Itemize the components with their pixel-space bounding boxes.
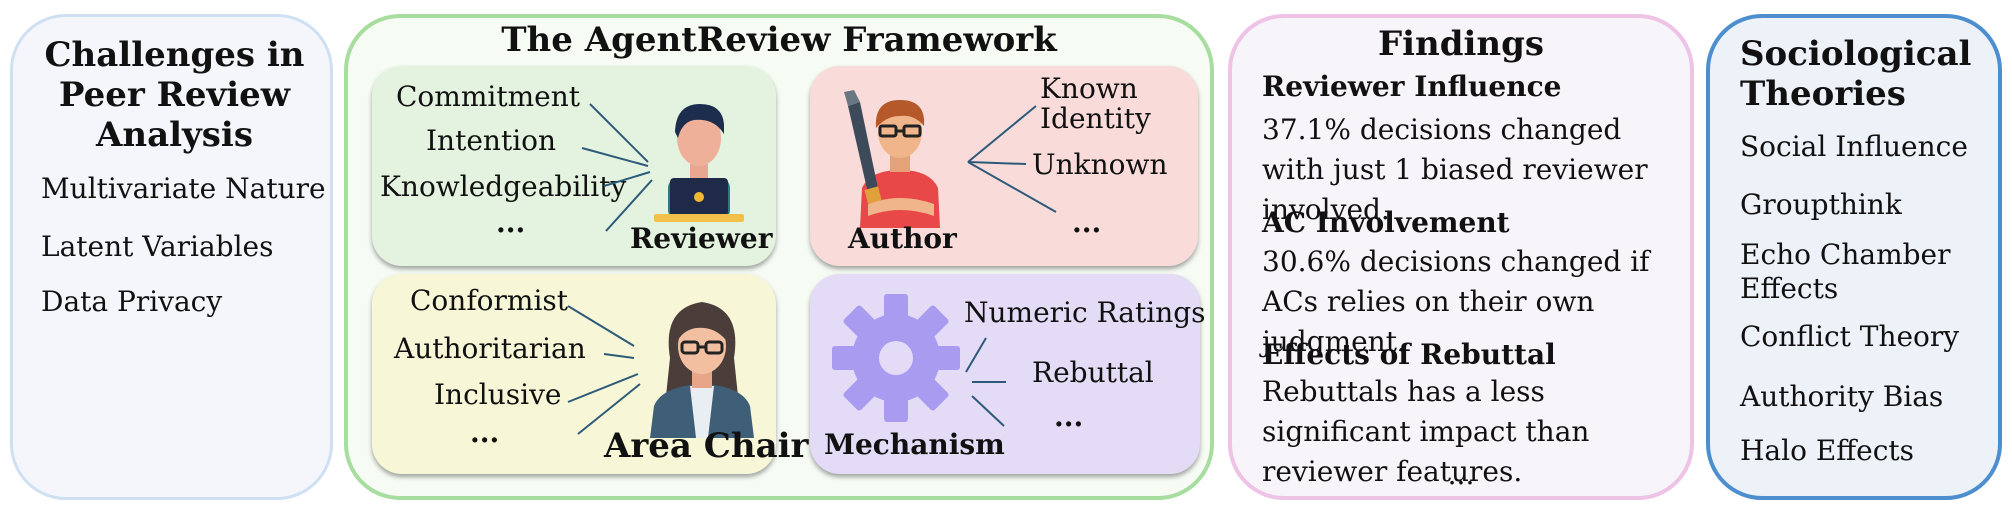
findings-title: Findings [1377,24,1545,64]
theory-item: Social Influence [1740,130,1968,163]
challenges-panel: Challenges in Peer Review Analysis Multi… [10,14,333,500]
theories-panel: Sociological Theories Social Influence G… [1706,14,2002,500]
theory-item: Authority Bias [1740,380,1944,413]
author-attribute: Known [1040,72,1138,105]
author-person-icon [844,90,940,228]
reviewer-attribute: ... [496,206,526,239]
gear-icon [832,294,960,422]
area-chair-person-icon [650,302,754,438]
challenge-item: Latent Variables [41,230,274,263]
finding-heading: Reviewer Influence [1262,70,1562,103]
framework-panel: The AgentReview Framework Commitment Int… [344,14,1214,500]
reviewer-person-icon [654,104,744,222]
author-box: Known Identity Unknown ... Author [810,66,1198,266]
area-chair-attribute: Authoritarian [394,332,586,365]
theory-item: Echo Chamber Effects [1740,238,1951,305]
findings-panel: Findings Reviewer Influence 37.1% decisi… [1228,14,1694,500]
area-chair-attribute: ... [470,416,500,449]
author-attribute: Identity [1040,102,1151,135]
author-connector-lines [967,105,1057,213]
area-chair-connector-lines [567,305,641,435]
mechanism-attribute: Rebuttal [1032,356,1154,389]
theory-item: Conflict Theory [1740,320,1960,353]
area-chair-attribute: Inclusive [434,378,562,411]
finding-heading: Effects of Rebuttal [1262,338,1556,371]
reviewer-attribute: Knowledgeability [380,170,627,203]
reviewer-connector-lines [581,103,653,232]
mechanism-connector-lines [965,337,1006,427]
findings-ellipsis: ... [1447,458,1475,491]
theories-title: Sociological Theories [1740,34,1972,115]
finding-heading: AC Involvement [1262,206,1510,239]
mechanism-attribute: Numeric Ratings [964,296,1206,329]
theory-item: Groupthink [1740,188,1902,221]
challenges-title: Challenges in Peer Review Analysis [44,35,305,156]
reviewer-label: Reviewer [630,222,773,255]
framework-title: The AgentReview Framework [501,20,1057,60]
area-chair-label: Area Chair [604,426,809,466]
author-attribute: Unknown [1032,148,1168,181]
finding-text: 30.6% decisions changed if ACs relies on… [1262,245,1650,358]
mechanism-label: Mechanism [824,428,1005,461]
area-chair-attribute: Conformist [410,284,569,317]
reviewer-attribute: Commitment [396,80,580,113]
challenge-item: Data Privacy [41,285,223,318]
finding-text: Rebuttals has a less significant impact … [1262,375,1590,488]
mechanism-attribute: ... [1054,400,1084,433]
mechanism-box: Numeric Ratings Rebuttal ... Mechanism [810,274,1206,474]
area-chair-box: Conformist Authoritarian Inclusive ... A… [372,274,808,474]
theory-item: Halo Effects [1740,434,1915,467]
finding-text: 37.1% decisions changed with just 1 bias… [1262,113,1648,226]
author-label: Author [848,222,957,255]
reviewer-box: Commitment Intention Knowledgeability ..… [372,66,776,266]
reviewer-attribute: Intention [426,124,557,157]
challenge-item: Multivariate Nature [41,172,326,205]
author-attribute: ... [1072,206,1102,239]
